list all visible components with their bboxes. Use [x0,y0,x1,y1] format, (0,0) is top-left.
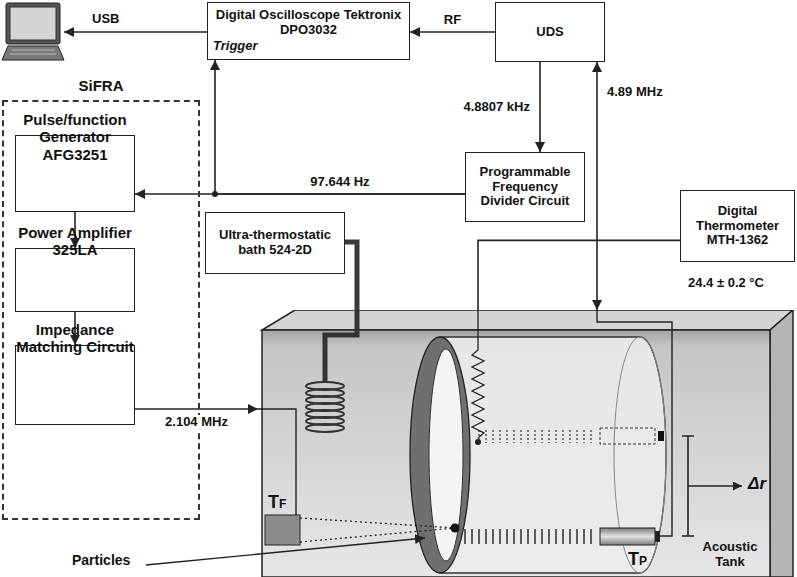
acoustic-tank: Acoustic Tank [258,310,797,577]
connector [135,409,258,410]
bath-pipe [325,310,357,382]
divider-box: Programmable Frequency Divider Circuit [465,152,585,222]
box-label: UDS [536,25,563,40]
port-label: Trigger [213,39,258,54]
box-label: Power Amplifier 325LA [16,224,134,259]
connector [597,62,598,310]
tank-front [262,330,770,577]
connector-line [410,31,495,33]
usb-wire [64,31,207,33]
signal-label: RF [442,13,463,28]
particles-pointer [146,538,425,565]
box-label: Ultra-thermostatic bath 524-2D [211,228,339,258]
laptop-keys [10,50,56,54]
connector-line [215,60,465,194]
tank-side [770,310,793,577]
signal-label: 4.8807 kHz [462,100,533,115]
connector-line [539,62,541,152]
signal-label: 4.89 MHz [605,85,665,100]
uds-box: UDS [495,2,605,62]
signal-label: 97.644 Hz [308,175,371,190]
cylinder-front-rim [410,337,470,573]
thermometer-probe [472,310,484,438]
shifted-transducer-cap [658,431,664,441]
focusing-transducer [265,515,300,545]
generator-box: Pulse/function Generator AFG3251 [15,135,135,212]
bath-box: Ultra-thermostatic bath 524-2D [205,212,345,274]
connector [478,240,680,310]
connector [212,60,465,197]
box-label: SiFRA [4,77,198,94]
box-label: Impedance Matching Circuit [16,321,134,356]
box-label: Pulse/function Generator AFG3251 [16,111,134,163]
displacement-arrow [688,485,742,486]
coil-loop [306,424,344,432]
connector [410,32,495,33]
box-label: Digital Oscilloscope Tektronix DPO3032 [213,8,404,38]
transducer-label: TP [628,549,647,570]
oscilloscope-box: Digital Oscilloscope Tektronix DPO3032Tr… [207,2,410,60]
bus-label: USB [92,12,119,27]
focal-particles [451,524,460,533]
shifted-transducer [600,428,655,444]
cylinder-body [440,337,666,573]
shifted-beam [479,430,591,443]
heating-coil [306,382,344,432]
thermometer-box: Digital Thermometer MTH-1362 [680,190,795,262]
box-label: Acoustic Tank [695,540,765,570]
probe-cable [597,310,672,536]
tank-top [262,310,793,330]
laptop-keyboard [2,46,64,60]
matching-box: Impedance Matching Circuit [15,345,135,425]
temperature-label: 24.4 ± 0.2 °C [688,276,764,291]
ultrasound-beam [465,529,591,544]
transducer-label: TF [268,492,286,513]
transducer-cap [655,531,660,542]
sifra-group: SiFRAPulse/function Generator AFG3251Pow… [2,100,200,520]
focus-cone [300,518,455,542]
probe-transducer [600,528,655,545]
signal-label: 2.104 MHz [163,415,230,430]
laptop-screen [10,7,56,40]
connector-line [596,62,598,310]
laptop-screen-frame [6,3,60,44]
tank-illustration [258,310,797,577]
box-label: Digital Thermometer MTH-1362 [686,204,789,249]
connector [345,242,357,310]
focusing-cable [258,409,296,515]
connector-line [478,240,680,310]
box-label: Programmable Frequency Divider Circuit [471,165,579,210]
connector [540,62,541,152]
part-label: Particles [72,552,130,568]
connector-line [345,242,357,310]
probe-bulb [475,439,481,445]
junction-dot [212,191,218,197]
dimension-label: Δr [748,474,766,494]
amplifier-box: Power Amplifier 325LA [15,248,135,312]
connector-line [135,408,258,410]
